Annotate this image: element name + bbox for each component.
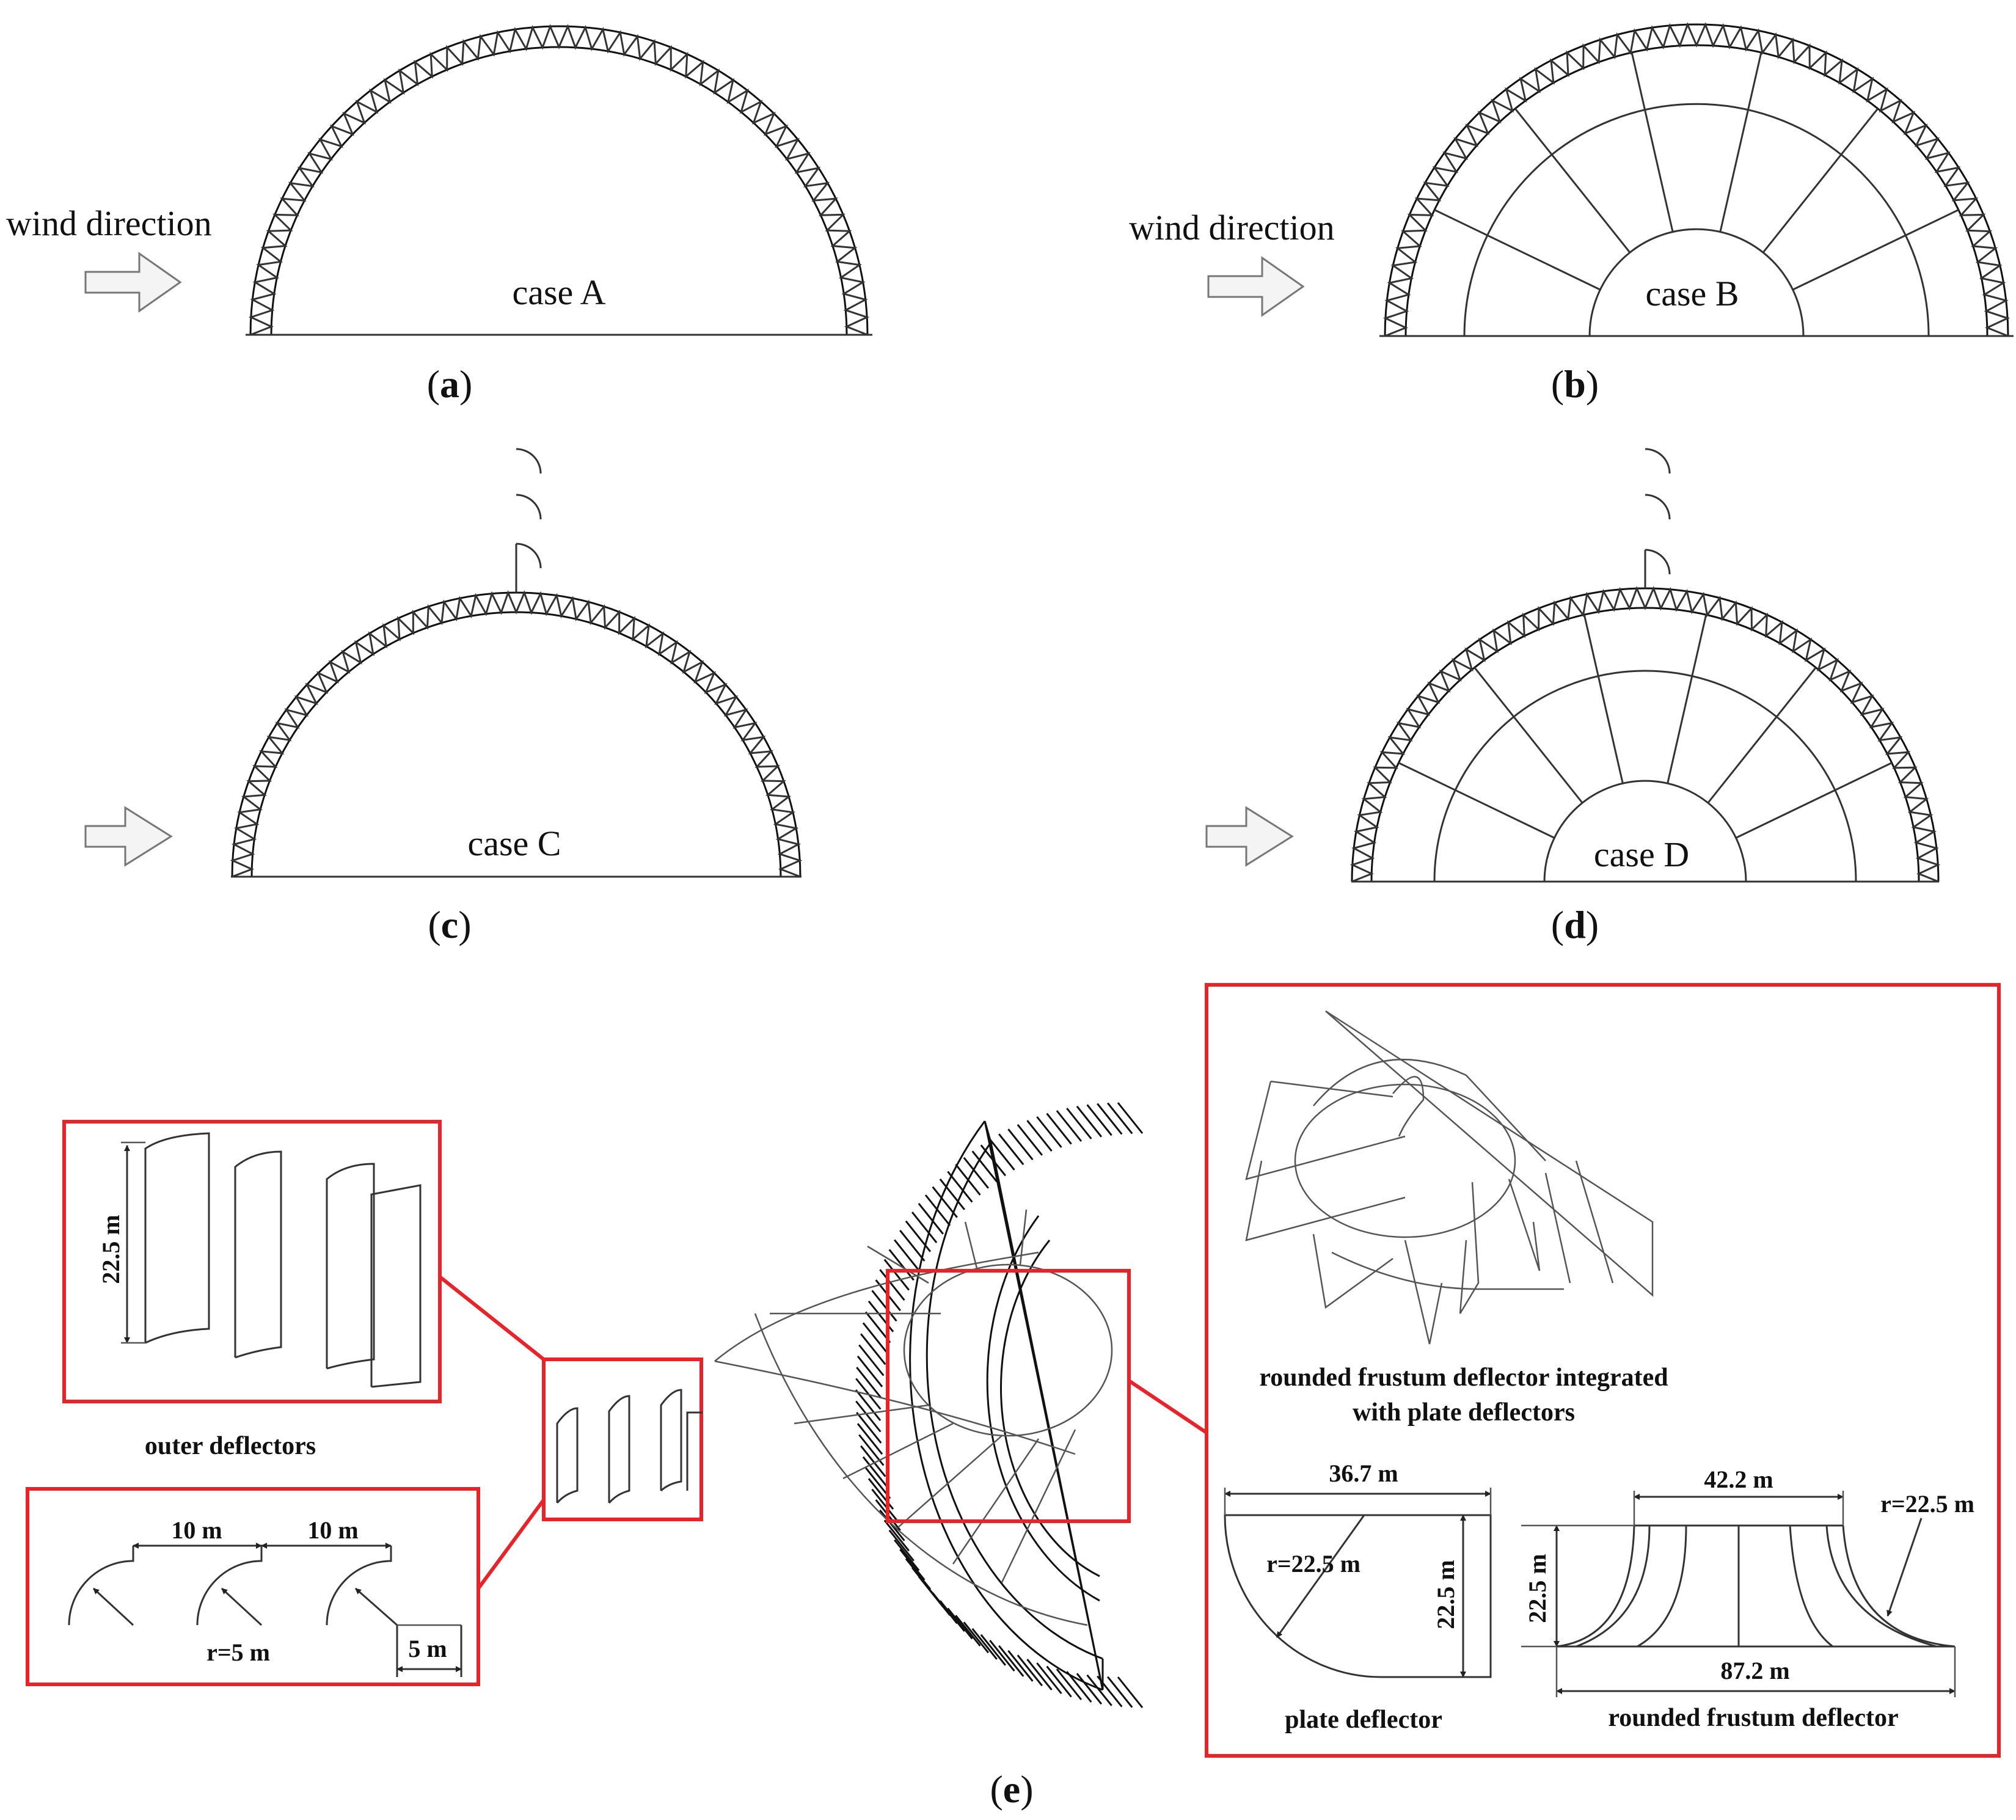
outer-deflector-plan: 10 m 10 m r=5 m 5 m bbox=[68, 1516, 462, 1677]
outer-deflector-icon bbox=[516, 543, 542, 569]
dome-3d-model bbox=[714, 1102, 1144, 1708]
spacing-label: 10 m bbox=[307, 1516, 358, 1544]
wind-arrow-icon bbox=[84, 252, 182, 313]
radius-label: r=5 m bbox=[206, 1639, 270, 1666]
height-label: 22.5 m bbox=[97, 1215, 125, 1284]
outer-deflector-callout-box bbox=[542, 1358, 703, 1521]
outer-deflector-elevations: 22.5 m bbox=[97, 1132, 422, 1388]
panel-label-b: (b) bbox=[1551, 362, 1599, 406]
width-label: 5 m bbox=[408, 1635, 447, 1662]
frustum-plate-assembly bbox=[1245, 1010, 1654, 1345]
inner-radial-grid bbox=[1434, 52, 1959, 337]
callout-connector bbox=[439, 1275, 545, 1361]
truss-columns bbox=[855, 1102, 1144, 1708]
plate-height-label: 22.5 m bbox=[1432, 1560, 1459, 1629]
plate-width-label: 36.7 m bbox=[1329, 1460, 1398, 1487]
callout-connector bbox=[1128, 1379, 1208, 1434]
frustum-radius-label: r=22.5 m bbox=[1880, 1490, 1974, 1518]
case-label: case D bbox=[1594, 835, 1689, 874]
outer-deflector-icon bbox=[1645, 494, 1671, 520]
panel-e: 22.5 m outer deflectors 10 m 10 m r=5 m … bbox=[26, 983, 2001, 1811]
outer-deflector-icon bbox=[516, 448, 542, 474]
wind-arrow-icon bbox=[84, 806, 173, 867]
inner-deflector-callout-box bbox=[886, 1269, 1131, 1523]
inner-radial-grid bbox=[1398, 614, 1893, 882]
wind-arrow-icon bbox=[1207, 256, 1305, 317]
dome-truss-ring bbox=[1349, 586, 1941, 883]
panel-b: wind direction case B (b) bbox=[1129, 22, 2014, 406]
outer-deflector-stack bbox=[1644, 448, 1671, 588]
plate-radius-label: r=22.5 m bbox=[1266, 1550, 1360, 1577]
rounded-frustum-deflector-drawing: 42.2 m 87.2 m 22.5 m r=22.5 m bbox=[1521, 1466, 1974, 1697]
panel-label-a: (a) bbox=[427, 362, 473, 406]
panel-c: case C (c) bbox=[84, 448, 803, 946]
panel-d: case D (d) bbox=[1205, 448, 1941, 946]
wind-direction-label: wind direction bbox=[6, 203, 212, 243]
frustum-height-label: 22.5 m bbox=[1524, 1554, 1551, 1623]
panel-label-c: (c) bbox=[428, 903, 471, 946]
inner-deflector-detail-box bbox=[1205, 983, 2001, 1758]
case-label: case C bbox=[468, 824, 561, 863]
dome-truss-ring bbox=[248, 24, 870, 336]
frustum-deflector-title: rounded frustum deflector bbox=[1608, 1704, 1898, 1732]
plate-deflector-drawing: 36.7 m r=22.5 m 22.5 m bbox=[1224, 1460, 1492, 1678]
panel-label-d: (d) bbox=[1551, 903, 1599, 946]
assembly-title-line2: with plate deflectors bbox=[1353, 1398, 1575, 1427]
outer-deflector-elevation-box bbox=[62, 1120, 442, 1403]
outer-deflectors-title: outer deflectors bbox=[145, 1432, 316, 1460]
frustum-bottom-label: 87.2 m bbox=[1720, 1657, 1789, 1684]
spacing-label: 10 m bbox=[171, 1516, 222, 1544]
outer-deflector-small-icons bbox=[556, 1389, 703, 1504]
plate-deflector-title: plate deflector bbox=[1285, 1706, 1442, 1734]
outer-deflector-stack bbox=[515, 448, 542, 593]
wind-direction-label: wind direction bbox=[1129, 208, 1335, 247]
case-label: case A bbox=[513, 272, 606, 312]
callout-connector bbox=[477, 1499, 546, 1590]
case-label: case B bbox=[1646, 274, 1739, 313]
dome-truss-ring bbox=[1382, 22, 2011, 337]
frustum-top-label: 42.2 m bbox=[1704, 1466, 1773, 1493]
outer-deflector-icon bbox=[516, 494, 542, 520]
outer-deflector-icon bbox=[1645, 448, 1671, 474]
outer-deflector-icon bbox=[1645, 549, 1671, 575]
panel-label-e: (e) bbox=[990, 1767, 1033, 1811]
assembly-title-line1: rounded frustum deflector integrated bbox=[1259, 1364, 1668, 1392]
wind-arrow-icon bbox=[1205, 806, 1294, 867]
panel-a: wind direction case A (a) bbox=[6, 24, 872, 406]
